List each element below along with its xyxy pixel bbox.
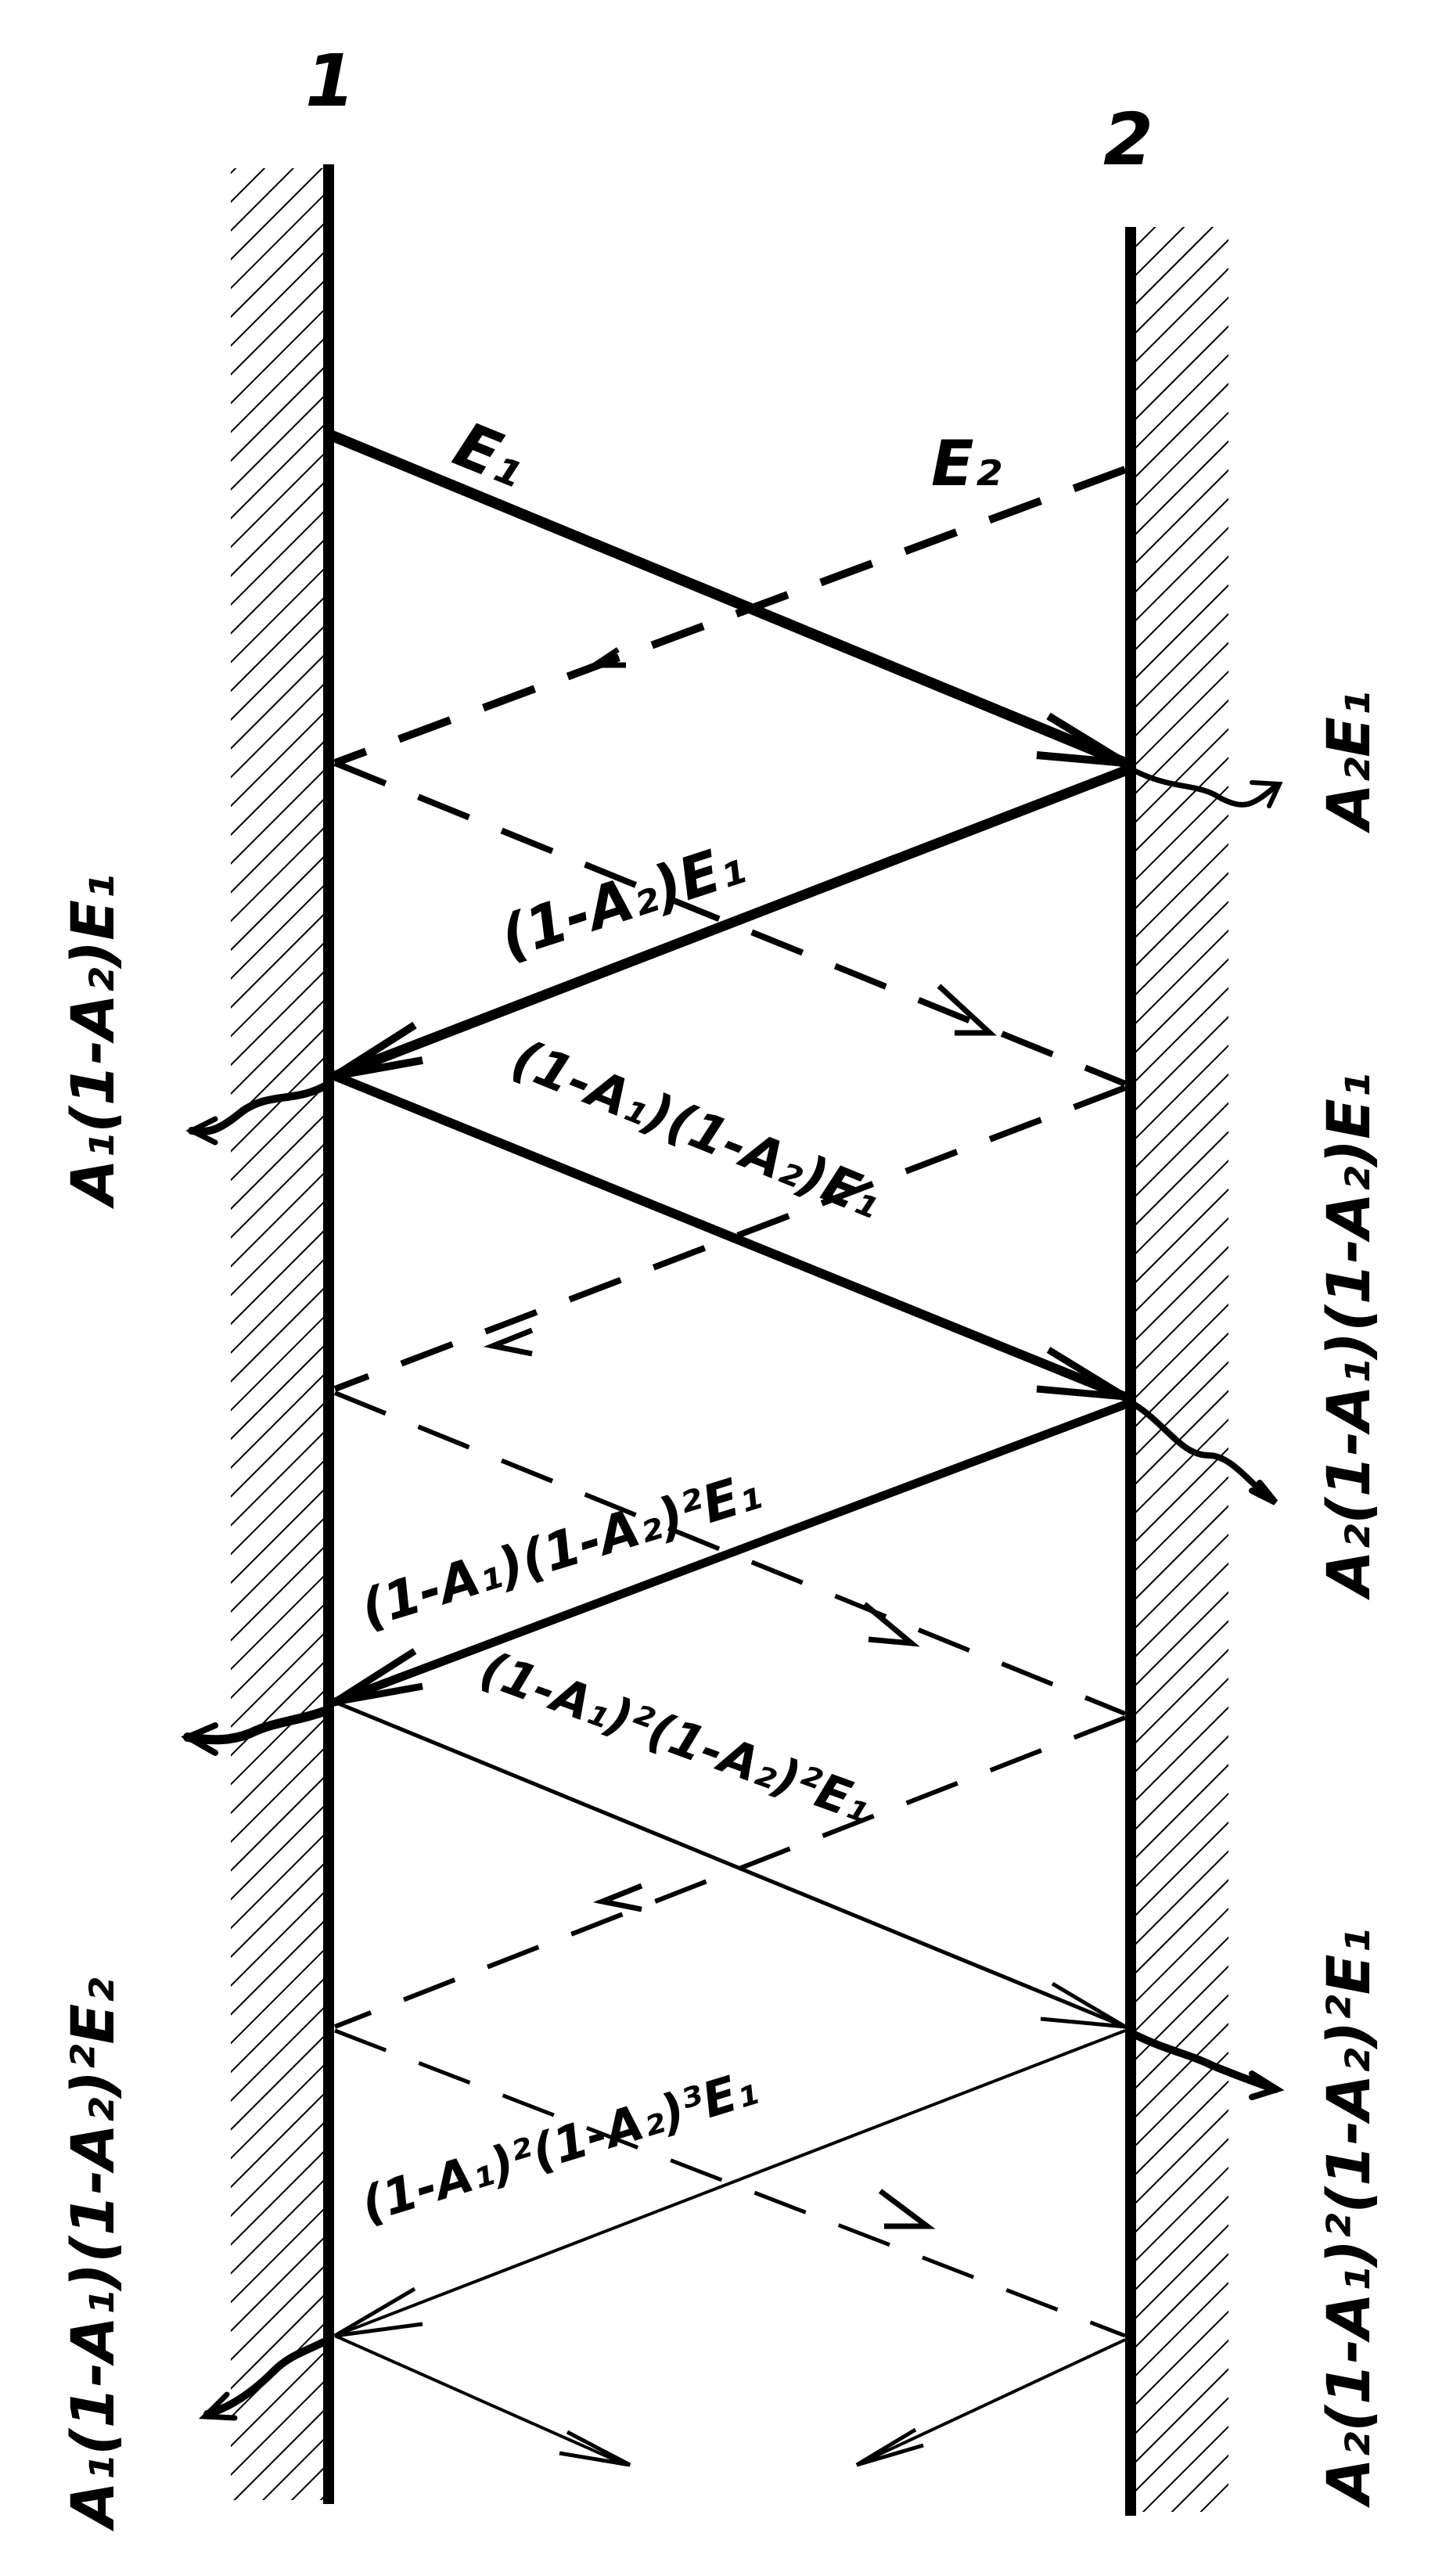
absorbed-right-3-arrow (1131, 2031, 1279, 2093)
e1-beam-6-arrowhead (333, 2286, 423, 2338)
e1-beam-7 (334, 2334, 627, 2466)
e2-beam-1 (333, 466, 1127, 767)
e2-arrow-7 (855, 2427, 924, 2467)
wall-2-hatching (1131, 227, 1228, 2512)
wall-1-hatching (231, 168, 329, 2500)
e2-beam-2 (333, 760, 1127, 1087)
e2-ray-path (333, 466, 1127, 2338)
absorbed-right-label-2: A₂(1-A₁)(1-A₂)E₁ (1314, 1073, 1383, 1600)
e1-beam-5-arrowhead (1040, 1981, 1127, 2029)
e2-arrow-4 (862, 1602, 920, 1647)
e2-emission-label: E₂ (931, 427, 1002, 500)
e2-beam-4 (333, 1391, 1127, 1716)
absorbed-right-1-arrowhead (1250, 780, 1283, 808)
e1-beam-2 (329, 765, 1131, 1081)
e2-arrow-3 (483, 1327, 534, 1357)
e2-beam-5 (333, 1715, 1127, 2029)
wall-1-label: 1 (305, 39, 355, 123)
absorbed-left-1-arrowhead (185, 1116, 218, 1146)
beam-label-1: (1-A₂)E₁ (492, 830, 753, 972)
e1-beam-7-arrowhead (559, 2430, 631, 2467)
e2-beam-7 (856, 2338, 1126, 2466)
e2-arrow-2 (937, 984, 997, 1036)
e1-beam-3-arrowhead (1036, 1347, 1128, 1401)
e1-beam-5 (334, 1700, 1126, 2029)
beam-label-4: (1-A₁)²(1-A₂)²E₁ (473, 1639, 879, 1833)
absorbed-left-3-arrow (203, 2336, 333, 2418)
wall-2 (1125, 227, 1228, 2516)
e2-beam-6 (334, 2028, 1126, 2338)
absorbed-right-3-arrowhead (1249, 2071, 1285, 2100)
e1-beam-1-arrowhead (1036, 712, 1128, 767)
absorbed-right-2-arrow (1131, 1401, 1275, 1502)
wall-1 (231, 164, 334, 2504)
e1-beam-3 (330, 1071, 1130, 1401)
absorbed-left-label-1: A₁(1-A₂)E₁ (58, 874, 128, 1209)
beam-label-2: (1-A₁)(1-A₂)E₁ (504, 1027, 890, 1230)
e2-ray-arrows (483, 647, 1126, 2467)
e2-arrow-6 (878, 2189, 936, 2229)
absorbed-right-label-3: A₂(1-A₁)²(1-A₂)²E₁ (1314, 1928, 1383, 2508)
e2-arrow-1 (585, 647, 626, 668)
e1-ray-path (323, 429, 1131, 2467)
absorbed-right-2-arrowhead (1249, 1480, 1279, 1506)
wall-2-label: 2 (1103, 98, 1153, 182)
absorbed-right-label-1: A₂E₁ (1314, 691, 1383, 833)
absorbed-left-label-2: A₁(1-A₁)(1-A₂)²E₂ (58, 1977, 128, 2531)
e2-beam-3 (333, 1085, 1127, 1392)
absorbed-left-1-arrow (188, 1080, 333, 1136)
absorption-squiggles (181, 768, 1285, 2421)
absorbed-left-3-arrowhead (198, 2391, 238, 2421)
e1-beam-4 (330, 1400, 1130, 1707)
absorbed-right-1-arrow (1131, 768, 1279, 808)
e1-beam-6 (334, 2029, 1126, 2337)
e2-arrow-5 (592, 1883, 643, 1912)
e1-beam-1 (323, 429, 1131, 768)
beam-label-5: (1-A₁)²(1-A₂)³E₁ (354, 2059, 764, 2233)
absorbed-left-2-arrowhead (181, 1722, 218, 1756)
absorbed-left-2-arrow (183, 1705, 333, 1745)
